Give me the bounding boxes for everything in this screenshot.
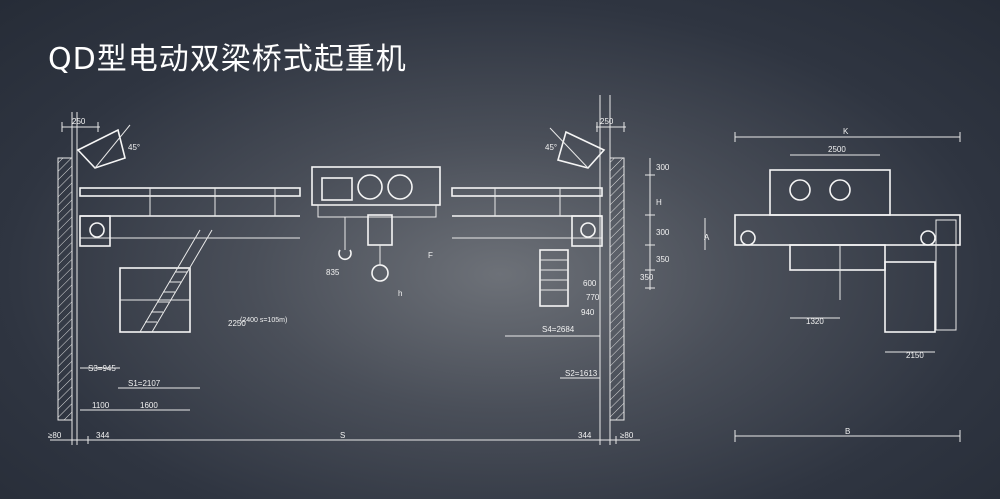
dim-s1: S1=2107 (128, 379, 161, 388)
dim-1100: 1100 (92, 401, 110, 410)
dim-2500: 2500 (828, 145, 846, 154)
dim-a: A (704, 233, 710, 242)
dim-s3: S3=945 (88, 364, 116, 373)
dim-2150: 2150 (906, 351, 924, 360)
dim-2250: 2250 (228, 319, 246, 328)
dim-b: B (845, 427, 850, 436)
dim-s2: S2=1613 (565, 369, 598, 378)
dim-344-right: 344 (578, 431, 592, 440)
dim-s: S (340, 431, 345, 440)
dim-1320: 1320 (806, 317, 824, 326)
dim-940: 940 (581, 308, 595, 317)
dim-s4: S4=2684 (542, 325, 575, 334)
dim-300-top: 300 (656, 163, 670, 172)
dim-h-small: h (398, 289, 402, 298)
dim-1600: 1600 (140, 401, 158, 410)
dim-770: 770 (586, 293, 600, 302)
dim-344-left: 344 (96, 431, 110, 440)
dim-2400: (2400 s=105m) (240, 317, 287, 324)
dim-k: K (843, 127, 849, 136)
dim-f: F (428, 251, 433, 260)
dim-80-left: ≥80 (48, 431, 62, 440)
dim-80-right: ≥80 (620, 431, 634, 440)
page-title: QD型电动双梁桥式起重机 (48, 42, 407, 77)
right-wall (609, 157, 625, 421)
dim-250-right: 250 (600, 117, 614, 126)
front-view (50, 95, 655, 445)
dim-600: 600 (583, 279, 597, 288)
side-view (704, 132, 961, 442)
left-wall (57, 157, 73, 421)
dim-h: H (656, 198, 662, 207)
dim-350-a: 350 (656, 255, 670, 264)
dim-angle-left: 45° (128, 143, 140, 152)
dim-angle-right: 45° (545, 143, 557, 152)
dim-250-left: 250 (72, 117, 86, 126)
dim-300-mid: 300 (656, 228, 670, 237)
dim-835: 835 (326, 268, 340, 277)
dim-350-b: 350 (640, 273, 654, 282)
